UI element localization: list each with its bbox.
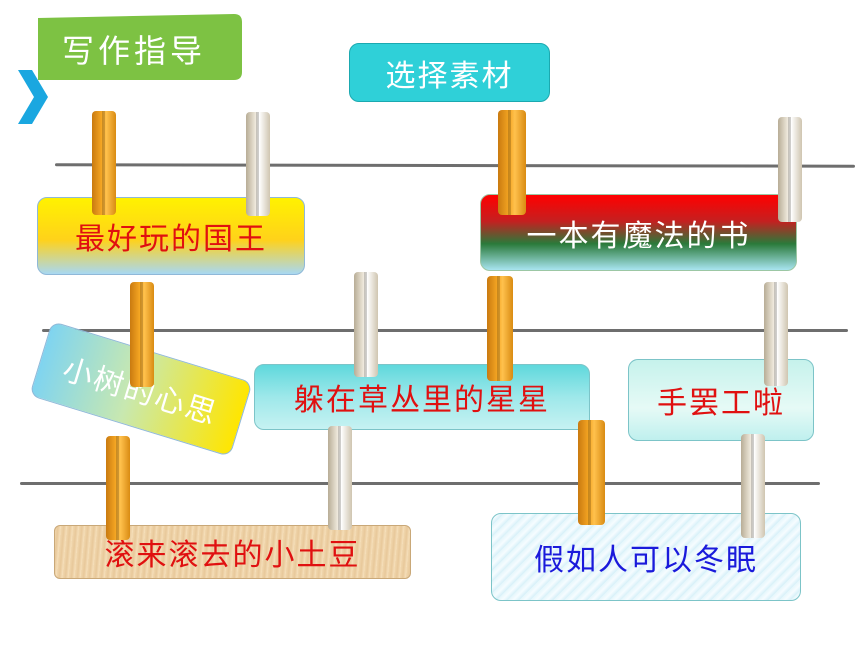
section-tag: 写作指导	[38, 14, 242, 80]
clothespin-icon	[92, 111, 116, 215]
clothesline-3	[20, 482, 820, 485]
topic-card-rolling-potato[interactable]: 滚来滚去的小土豆	[54, 525, 411, 579]
clothespin-icon	[487, 276, 513, 381]
clothespin-icon	[106, 436, 130, 540]
clothespin-icon	[578, 420, 605, 525]
arrow-icon	[18, 70, 54, 124]
clothespin-icon	[328, 426, 352, 530]
clothespin-icon	[498, 110, 526, 215]
clothespin-icon	[741, 434, 765, 538]
clothesline-2	[42, 329, 848, 332]
clothespin-icon	[778, 117, 802, 222]
page-title: 选择素材	[349, 43, 550, 102]
topic-card-magic-book[interactable]: 一本有魔法的书	[480, 194, 797, 271]
clothespin-icon	[354, 272, 378, 377]
clothespin-icon	[764, 282, 788, 386]
clothesline-1	[54, 163, 856, 168]
clothespin-icon	[246, 112, 270, 216]
topic-card-hand-strike[interactable]: 手罢工啦	[628, 359, 814, 441]
topic-card-hidden-stars[interactable]: 躲在草丛里的星星	[254, 364, 590, 430]
section-tag-label: 写作指导	[62, 32, 207, 70]
clothespin-icon	[130, 282, 154, 387]
